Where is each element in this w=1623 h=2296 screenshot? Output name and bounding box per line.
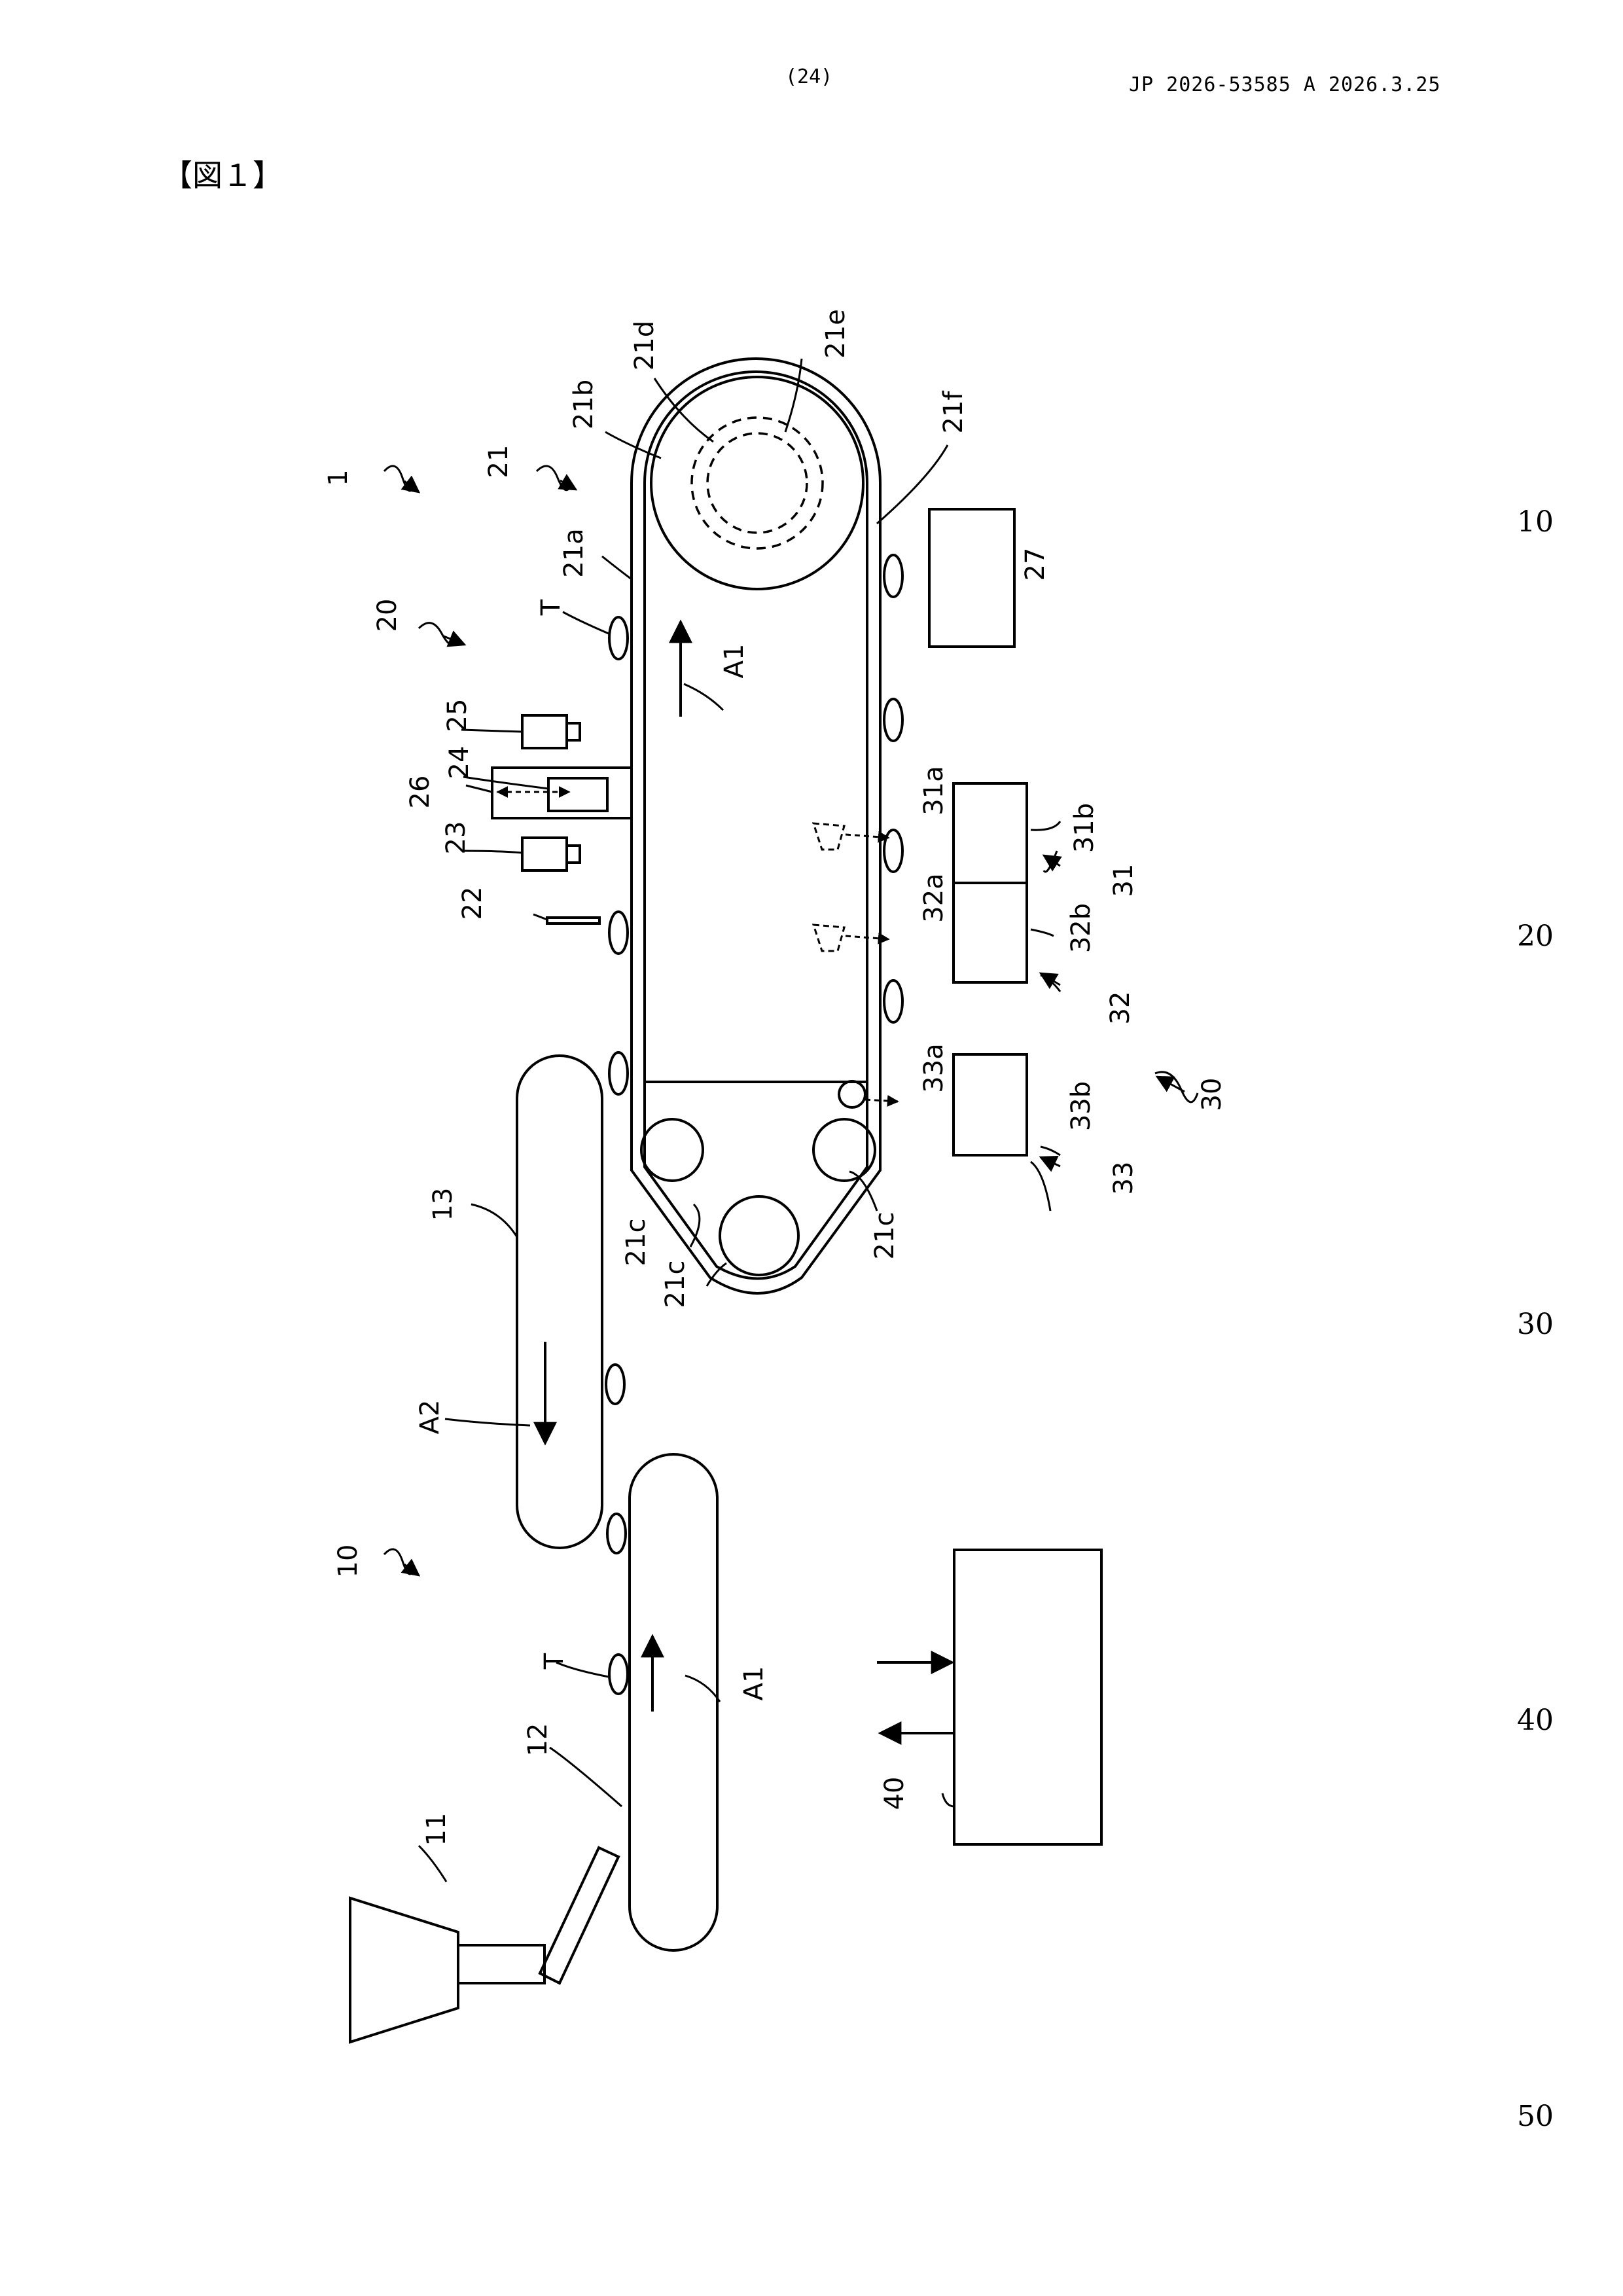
tablets-on-main-belt	[609, 555, 902, 1094]
label-33b: 33b	[1066, 1081, 1096, 1131]
label-t-upper: T	[536, 599, 566, 616]
device-22	[547, 918, 599, 924]
leader-arrowheads	[404, 480, 1185, 1575]
label-21b: 21b	[569, 380, 599, 429]
label-a1-upper: A1	[719, 644, 749, 679]
ejector-33a	[839, 1081, 865, 1107]
label-a1-lower: A1	[739, 1666, 769, 1701]
label-21c-left: 21c	[621, 1219, 651, 1266]
ejection-arrows	[846, 834, 898, 1102]
tablet-12	[609, 1655, 628, 1694]
label-33a: 33a	[919, 1043, 949, 1092]
label-31a: 31a	[919, 766, 949, 815]
box-32b	[954, 883, 1027, 982]
hopper-chute	[458, 1945, 544, 1983]
label-40: 40	[880, 1777, 910, 1810]
label-a2: A2	[415, 1400, 445, 1435]
label-22: 22	[457, 887, 488, 920]
label-26: 26	[405, 776, 435, 809]
tablet-13b	[607, 1514, 626, 1553]
nozzles	[813, 823, 844, 951]
label-21c-right: 21c	[870, 1212, 900, 1260]
label-25: 25	[442, 699, 473, 732]
roller-21c-right	[813, 1119, 875, 1181]
label-33: 33	[1109, 1162, 1139, 1195]
camera-25	[522, 715, 580, 748]
roller-21c-left	[641, 1119, 703, 1181]
label-21c-bottom: 21c	[660, 1261, 690, 1308]
label-21f: 21f	[938, 391, 969, 434]
hopper-11	[350, 1898, 458, 2042]
label-32: 32	[1105, 992, 1135, 1025]
conveyor-13	[517, 1056, 602, 1548]
label-21d: 21d	[630, 321, 660, 370]
label-32a: 32a	[919, 873, 949, 922]
drum-21b	[651, 377, 863, 589]
device-24	[548, 778, 607, 811]
label-21: 21	[484, 445, 514, 478]
label-23: 23	[441, 821, 471, 855]
reference-numerals: 1 10 11 12 13 T T A1 A1 A2 20 21 21a 21b…	[323, 309, 1227, 1846]
roller-21c-bottom	[720, 1196, 798, 1275]
label-32b: 32b	[1066, 903, 1096, 953]
label-1: 1	[323, 469, 353, 486]
controller-40	[954, 1550, 1101, 1844]
label-30: 30	[1197, 1078, 1227, 1111]
feeder-chute	[540, 1848, 618, 1983]
label-t-lower: T	[539, 1653, 569, 1670]
label-10: 10	[333, 1545, 363, 1578]
label-11: 11	[421, 1813, 452, 1846]
label-31: 31	[1109, 864, 1139, 897]
label-21a: 21a	[559, 528, 589, 577]
box-27	[929, 509, 1014, 647]
label-13: 13	[428, 1188, 458, 1221]
label-27: 27	[1020, 548, 1050, 581]
camera-23	[522, 838, 580, 870]
tablet-13a	[606, 1365, 624, 1404]
label-20: 20	[372, 599, 402, 632]
box-31b	[954, 783, 1027, 883]
box-33b	[954, 1054, 1027, 1155]
conveyor-12	[630, 1454, 717, 1950]
label-31b: 31b	[1069, 803, 1099, 853]
label-12: 12	[523, 1723, 553, 1757]
drum-inner-dashed	[692, 418, 823, 548]
label-21e: 21e	[821, 309, 851, 359]
label-24: 24	[444, 746, 474, 780]
